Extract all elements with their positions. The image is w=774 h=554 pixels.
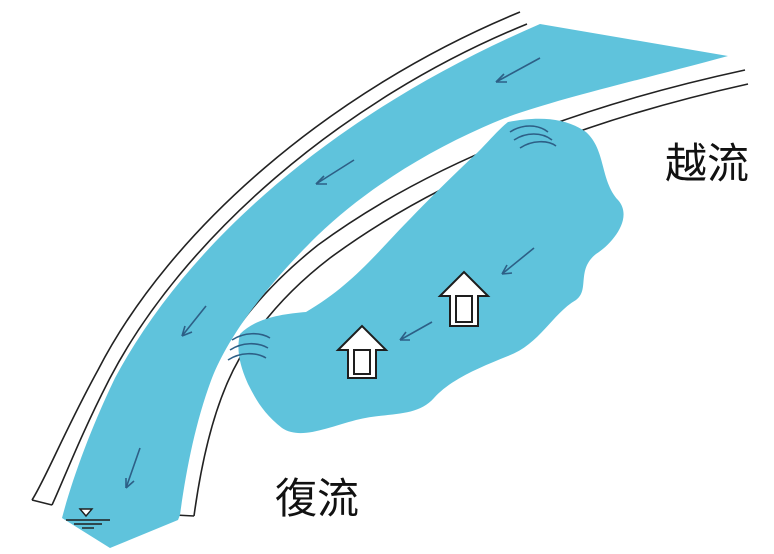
overflow-wave-mark-3 bbox=[519, 140, 557, 149]
flow-direction-arrow-icon bbox=[181, 305, 207, 337]
overflow-breach-marks bbox=[509, 125, 557, 149]
return-wave-mark-3 bbox=[227, 352, 267, 361]
channel-flow-arrows bbox=[125, 57, 541, 489]
overflow-wave-mark-1 bbox=[509, 125, 549, 133]
outer-levee-outer-line bbox=[31, 11, 521, 501]
house-icon bbox=[335, 324, 389, 379]
outer-levee-end-cap bbox=[31, 499, 53, 506]
flow-direction-arrow-icon bbox=[315, 159, 355, 185]
overflow-label: 越流 bbox=[665, 139, 750, 188]
water-surface-marker-icon bbox=[66, 508, 110, 529]
flow-direction-arrow-icon bbox=[501, 247, 535, 275]
floodplain-water bbox=[238, 118, 624, 434]
return-wave-mark-2 bbox=[229, 342, 269, 351]
overflow-wave-mark-2 bbox=[513, 133, 553, 141]
flow-direction-arrow-icon bbox=[495, 57, 541, 83]
return-flow-label: 復流 bbox=[275, 474, 360, 523]
return-breach-marks bbox=[227, 332, 271, 361]
flow-direction-arrow-icon bbox=[399, 321, 433, 341]
return-wave-mark-1 bbox=[231, 332, 271, 341]
house-icon bbox=[437, 270, 491, 327]
outer-levee-inner-line bbox=[51, 23, 528, 506]
flow-direction-arrow-icon bbox=[125, 447, 141, 489]
river-channel-water bbox=[62, 24, 728, 548]
outer-levee bbox=[31, 11, 528, 506]
floodplain-flow-arrows bbox=[399, 247, 535, 341]
